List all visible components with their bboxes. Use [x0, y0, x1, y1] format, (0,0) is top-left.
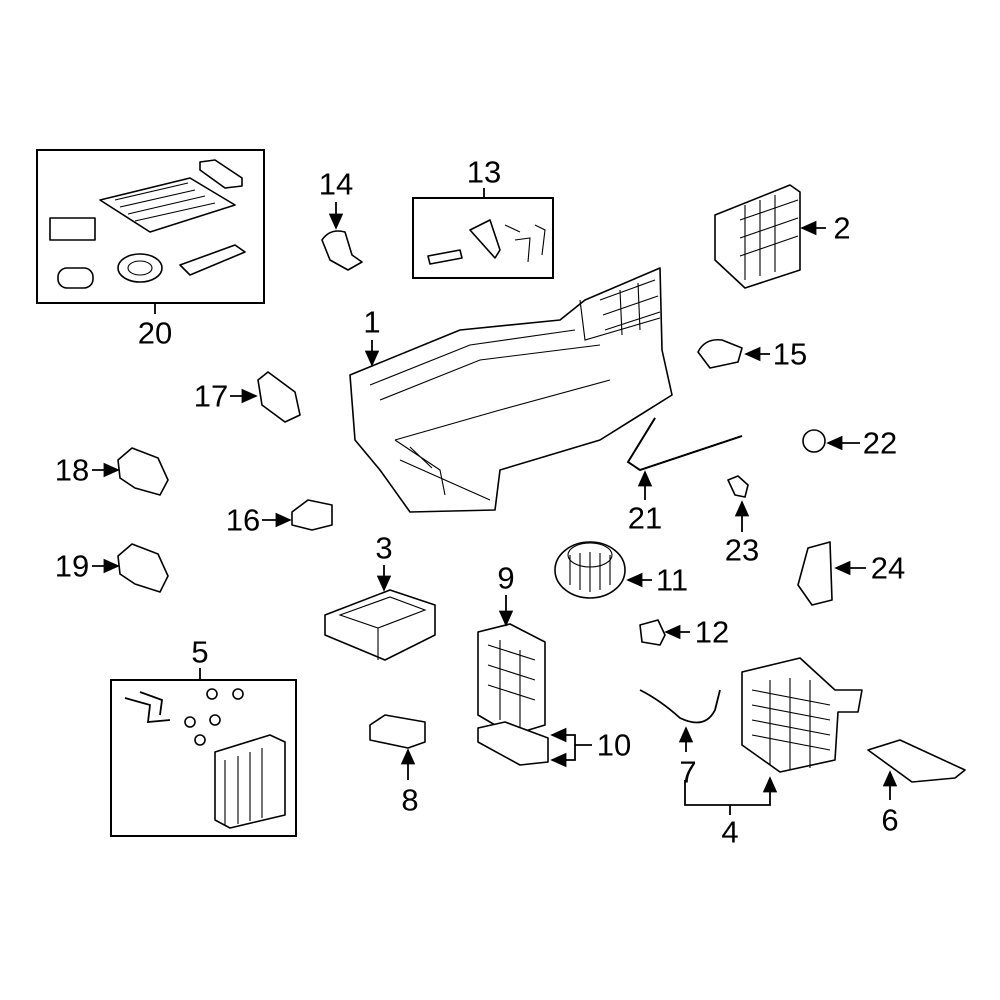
- part-8-expansion-valve: [369, 714, 426, 749]
- leader-lines: [92, 188, 898, 815]
- callout-10: 10: [596, 727, 632, 763]
- part-1-hvac-housing: [349, 267, 673, 513]
- kit-box-13: [412, 197, 554, 279]
- callout-11: 11: [655, 562, 689, 598]
- callout-1: 1: [363, 304, 381, 340]
- part-24-bracket: [797, 541, 833, 606]
- part-14-sensor: [321, 230, 363, 271]
- callout-15: 15: [772, 336, 808, 372]
- part-4-evaporator: [741, 657, 863, 773]
- part-9-cabin-filter: [477, 623, 546, 736]
- part-21-drain-hose: [626, 417, 743, 471]
- part-20-seals: [49, 159, 246, 289]
- kit-box-20: [36, 149, 265, 304]
- part-19-actuator: [117, 543, 169, 593]
- callout-17: 17: [193, 378, 229, 414]
- part-15-sensor: [697, 338, 743, 369]
- callout-2: 2: [833, 210, 851, 246]
- callout-7: 7: [679, 754, 697, 790]
- part-10-filter-cover: [477, 721, 549, 766]
- part-18-actuator: [117, 447, 169, 496]
- callout-14: 14: [318, 166, 354, 202]
- part-23-clip: [727, 475, 749, 498]
- callout-8: 8: [401, 782, 419, 818]
- callout-5: 5: [191, 634, 209, 670]
- callout-6: 6: [881, 802, 899, 838]
- callout-3: 3: [375, 530, 393, 566]
- callout-19: 19: [54, 548, 90, 584]
- part-6-cover: [867, 739, 966, 783]
- part-11-blower-motor: [554, 541, 626, 599]
- callout-12: 12: [694, 614, 730, 650]
- callout-23: 23: [724, 532, 760, 568]
- callout-22: 22: [862, 425, 898, 461]
- part-17-actuator: [257, 371, 301, 423]
- callout-20: 20: [137, 315, 173, 351]
- callout-24: 24: [870, 550, 906, 586]
- callout-21: 21: [627, 500, 663, 536]
- callout-18: 18: [54, 452, 90, 488]
- part-3-case: [324, 589, 436, 661]
- part-12-connector: [639, 619, 666, 646]
- part-7-harness: [639, 689, 721, 724]
- callout-16: 16: [225, 502, 261, 538]
- callout-9: 9: [497, 560, 515, 596]
- part-13-hardware: [427, 219, 546, 265]
- part-2-duct: [714, 184, 801, 289]
- part-16-resistor: [291, 499, 333, 531]
- part-22-grommet: [802, 429, 826, 453]
- kit-box-5: [110, 679, 297, 837]
- part-5-heater-core: [124, 688, 286, 829]
- callout-4: 4: [721, 814, 739, 850]
- callout-13: 13: [466, 154, 502, 190]
